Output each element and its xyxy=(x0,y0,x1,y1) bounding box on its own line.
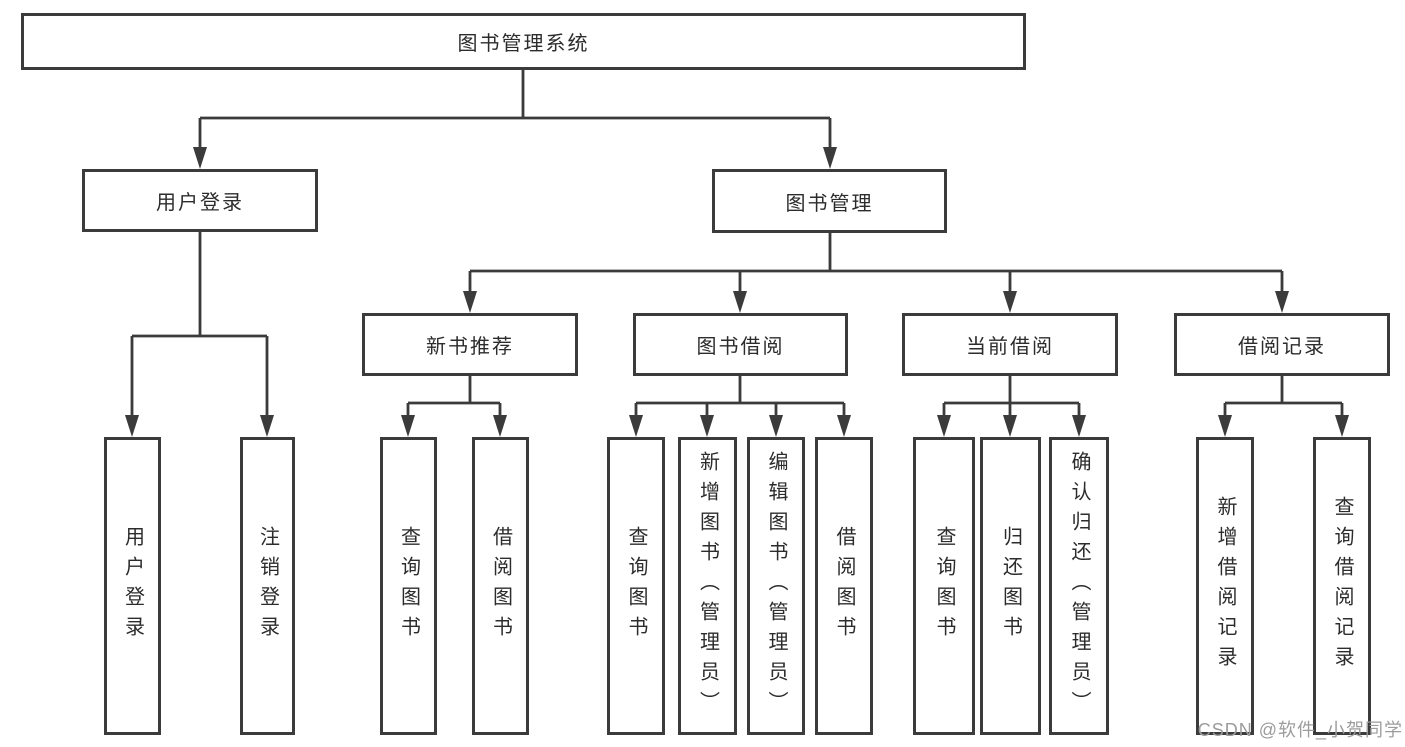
arrow-down-icon xyxy=(401,415,415,437)
leaf-user-login: 用户登录 xyxy=(104,437,161,735)
leaf-label: 查询图书 xyxy=(397,526,420,646)
arrow-down-icon xyxy=(1003,415,1017,437)
leaf-label: 归还图书 xyxy=(999,526,1022,646)
node-borrowing-records: 借阅记录 xyxy=(1174,313,1390,376)
arrow-down-icon xyxy=(1003,291,1017,313)
node-system-root: 图书管理系统 xyxy=(21,13,1026,70)
leaf-label: 新增借阅记录 xyxy=(1214,496,1236,676)
leaf-query-borrow-record: 查询借阅记录 xyxy=(1313,437,1371,735)
leaf-label: 查询借阅记录 xyxy=(1331,496,1353,676)
arrow-down-icon xyxy=(937,415,951,437)
arrow-down-icon xyxy=(1335,415,1349,437)
arrowheads xyxy=(125,147,1349,437)
leaf-label: 借阅图书 xyxy=(833,526,855,646)
arrow-down-icon xyxy=(823,147,837,169)
leaf-query-books-borrowing: 查询图书 xyxy=(607,437,665,735)
leaf-logout: 注销登录 xyxy=(240,437,295,735)
arrow-down-icon xyxy=(700,415,714,437)
node-user-login: 用户登录 xyxy=(82,169,318,232)
arrow-down-icon xyxy=(733,291,747,313)
node-current-borrowing: 当前借阅 xyxy=(902,313,1118,376)
leaf-edit-books-admin: 编辑图书（管理员） xyxy=(747,437,805,735)
leaf-label: 新增图书（管理员） xyxy=(696,451,719,721)
arrow-down-icon xyxy=(837,415,851,437)
leaf-label: 用户登录 xyxy=(121,526,144,646)
leaf-label: 注销登录 xyxy=(256,526,279,646)
node-new-book-recommend: 新书推荐 xyxy=(362,313,578,376)
leaf-query-books-current: 查询图书 xyxy=(913,437,975,735)
node-book-borrowing: 图书借阅 xyxy=(633,313,848,376)
arrow-down-icon xyxy=(463,291,477,313)
arrow-down-icon xyxy=(1275,291,1289,313)
arrow-down-icon xyxy=(1218,415,1232,437)
arrow-down-icon xyxy=(769,415,783,437)
arrow-down-icon xyxy=(493,415,507,437)
leaf-label: 查询图书 xyxy=(625,526,647,646)
leaf-label: 借阅图书 xyxy=(489,526,512,646)
leaf-query-books-recommend: 查询图书 xyxy=(380,437,437,735)
leaf-borrow-books-borrowing: 借阅图书 xyxy=(815,437,873,735)
leaf-return-books: 归还图书 xyxy=(980,437,1041,735)
arrow-down-icon xyxy=(629,415,643,437)
leaf-add-borrow-record: 新增借阅记录 xyxy=(1196,437,1254,735)
leaf-label: 查询图书 xyxy=(933,526,955,646)
leaf-label: 编辑图书（管理员） xyxy=(765,451,787,721)
leaf-label: 确认归还（管理员） xyxy=(1068,451,1090,721)
csdn-watermark: CSDN @软件_小贺同学 xyxy=(1197,720,1403,740)
arrow-down-icon xyxy=(125,415,139,437)
node-book-management: 图书管理 xyxy=(712,169,947,233)
arrow-down-icon xyxy=(193,147,207,169)
leaf-add-books-admin: 新增图书（管理员） xyxy=(678,437,737,735)
leaf-borrow-books-recommend: 借阅图书 xyxy=(472,437,529,735)
connector-stems xyxy=(130,70,1344,420)
leaf-confirm-return-admin: 确认归还（管理员） xyxy=(1049,437,1109,735)
arrow-down-icon xyxy=(1072,415,1086,437)
arrow-down-icon xyxy=(260,415,274,437)
